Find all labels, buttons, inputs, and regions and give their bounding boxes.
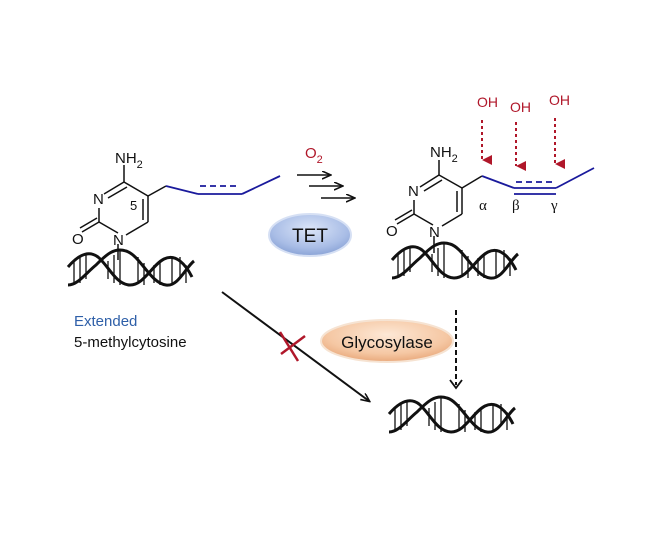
position-gamma-label: γ <box>550 198 558 214</box>
left-cytosine-structure: NH2 N 5 O N <box>72 150 281 260</box>
glycosylase-label: Glycosylase <box>341 333 433 352</box>
oh-label-gamma: OH <box>549 92 570 108</box>
oh-label-beta: OH <box>510 99 531 115</box>
oxidant-label: O2 <box>305 145 323 166</box>
caption-extended: Extended <box>74 313 137 330</box>
left-ring-n1: N <box>113 232 124 249</box>
right-cytosine-structure: OH OH OH NH2 N O N α β γ <box>386 92 595 253</box>
left-dna-helix-icon <box>66 248 196 287</box>
right-alkyne-chain <box>481 167 595 195</box>
multistep-arrows <box>297 175 354 198</box>
left-alkyne-chain <box>165 175 281 195</box>
excision-arrowhead-icon <box>449 379 463 390</box>
tet-enzyme-badge: TET <box>268 213 352 257</box>
right-ring-n1: N <box>429 224 440 241</box>
blocked-cross-icon <box>278 331 306 362</box>
product-dna-helix-icon <box>387 395 517 434</box>
left-ring-n3: N <box>93 191 104 208</box>
hydroxylation-arrows <box>481 118 565 171</box>
caption-5-methylcytosine: 5-methylcytosine <box>74 334 187 351</box>
right-ring-n3: N <box>408 183 419 200</box>
position-beta-label: β <box>512 198 520 214</box>
glycosylase-enzyme-badge: Glycosylase <box>320 319 454 363</box>
right-amine-label: NH2 <box>430 144 458 165</box>
tet-label: TET <box>292 226 328 247</box>
left-amine-label: NH2 <box>115 150 143 171</box>
position-alpha-label: α <box>479 198 487 214</box>
blocked-direct-arrow <box>221 291 369 401</box>
left-position-5-label: 5 <box>130 198 137 213</box>
right-dna-helix-icon <box>390 241 520 280</box>
oh-label-alpha: OH <box>477 94 498 110</box>
right-carbonyl-o: O <box>386 223 398 240</box>
left-carbonyl-o: O <box>72 231 84 248</box>
